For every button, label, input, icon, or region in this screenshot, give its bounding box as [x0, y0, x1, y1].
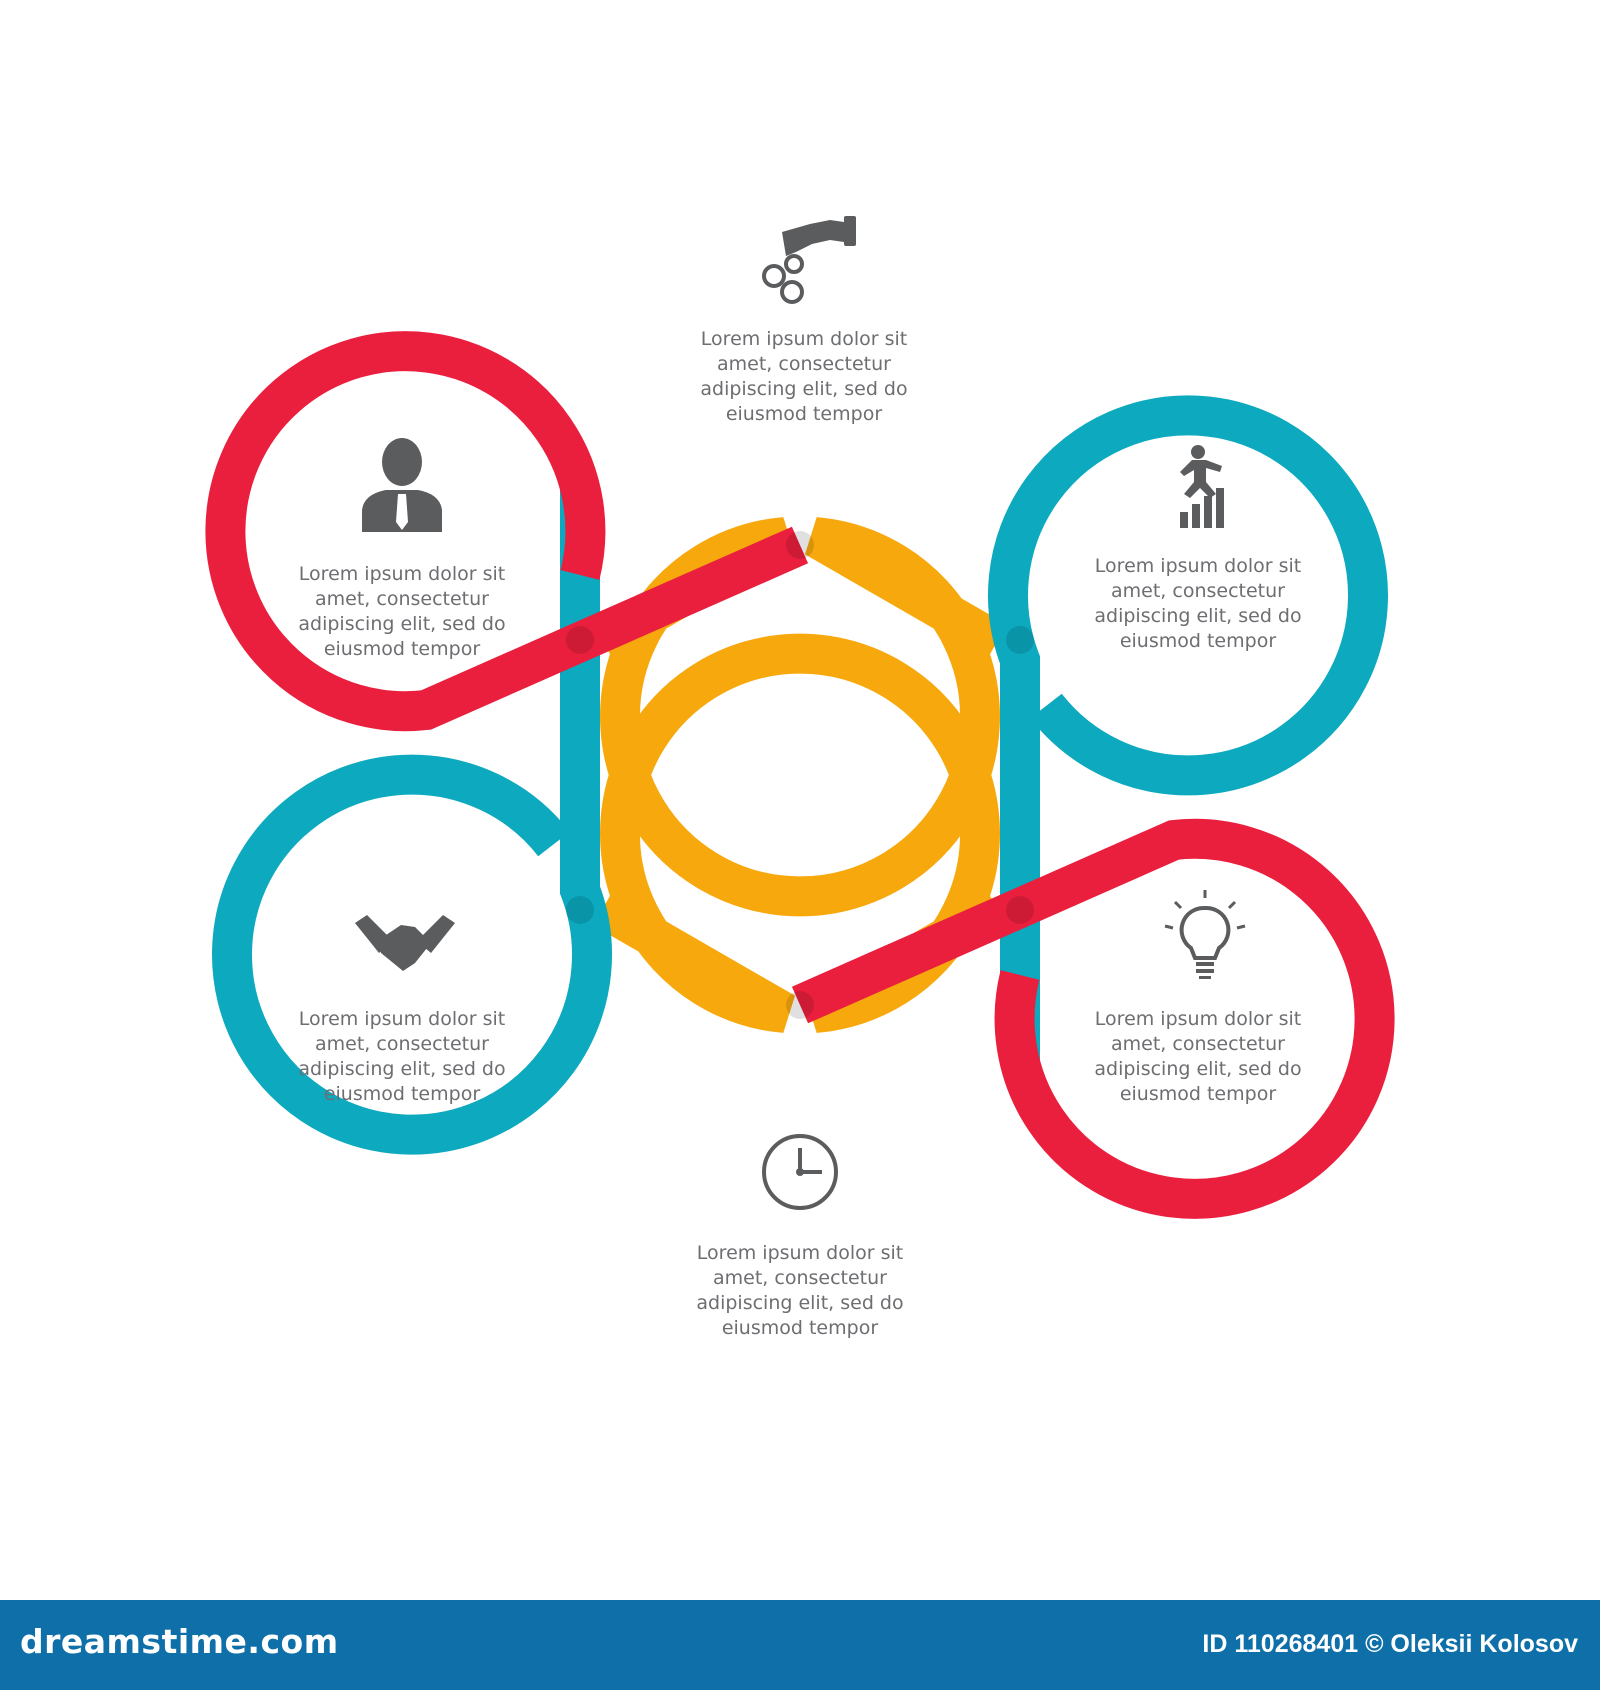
item-text-bottom: Lorem ipsum dolor sit amet, consectetur … [680, 1241, 920, 1341]
teal-band [212, 395, 1388, 1155]
item-line: Lorem ipsum dolor sit [298, 563, 506, 585]
handshake-icon [355, 915, 455, 971]
item-line: adipiscing elit, sed do [1094, 605, 1302, 627]
footer-bar: dreamstime.com ID 110268401 © Oleksii Ko… [0, 1600, 1600, 1690]
item-line: Lorem ipsum dolor sit [1094, 1008, 1302, 1030]
item-line: eiusmod tempor [323, 1083, 481, 1105]
crossing-shadow [786, 991, 814, 1019]
businessman-icon [362, 438, 442, 532]
crossing-shadows [566, 531, 1034, 1019]
lower-left-loop-teal [212, 490, 612, 1155]
item-text-lower-right: Lorem ipsum dolor sit amet, consectetur … [1078, 1007, 1318, 1107]
item-line: amet, consectetur [315, 1033, 489, 1055]
crossing-shadow [786, 531, 814, 559]
crossing-shadow [566, 896, 594, 924]
item-line: eiusmod tempor [1119, 1083, 1277, 1105]
item-line: amet, consectetur [315, 588, 489, 610]
climbing-graph-icon [1180, 445, 1224, 528]
item-text-upper-right: Lorem ipsum dolor sit amet, consectetur … [1078, 554, 1318, 654]
item-line: adipiscing elit, sed do [298, 613, 506, 635]
crossing-shadow [1006, 626, 1034, 654]
item-line: amet, consectetur [1111, 580, 1285, 602]
crossing-shadow [566, 626, 594, 654]
item-line: amet, consectetur [717, 353, 891, 375]
item-line: amet, consectetur [1111, 1033, 1285, 1055]
item-line: adipiscing elit, sed do [700, 378, 908, 400]
upper-left-loop-red [205, 331, 809, 732]
red-band [205, 331, 1395, 1219]
item-text-top: Lorem ipsum dolor sit amet, consectetur … [684, 327, 924, 427]
crossing-shadow [1006, 896, 1034, 924]
item-line: Lorem ipsum dolor sit [700, 328, 908, 350]
clock-icon [762, 1134, 838, 1210]
item-line: Lorem ipsum dolor sit [1094, 555, 1302, 577]
upper-right-loop-teal [988, 395, 1388, 1060]
item-line: eiusmod tempor [1119, 630, 1277, 652]
image-credit: ID 110268401 © Oleksii Kolosov [1202, 1630, 1578, 1658]
hand-gears-icon [762, 216, 856, 304]
lower-right-loop-red [791, 818, 1395, 1219]
item-line: Lorem ipsum dolor sit [696, 1242, 904, 1264]
item-line: eiusmod tempor [725, 403, 883, 425]
item-text-lower-left: Lorem ipsum dolor sit amet, consectetur … [282, 1007, 522, 1107]
hexagon-loop-diagram [205, 216, 1395, 1219]
item-line: eiusmod tempor [721, 1317, 879, 1339]
item-line: amet, consectetur [713, 1267, 887, 1289]
item-line: adipiscing elit, sed do [1094, 1058, 1302, 1080]
brand-logo-text[interactable]: dreamstime.com [20, 1622, 339, 1661]
item-line: adipiscing elit, sed do [696, 1292, 904, 1314]
item-line: adipiscing elit, sed do [298, 1058, 506, 1080]
item-text-upper-left: Lorem ipsum dolor sit amet, consectetur … [282, 562, 522, 662]
item-line: Lorem ipsum dolor sit [298, 1008, 506, 1030]
lightbulb-icon [1164, 890, 1246, 979]
item-line: eiusmod tempor [323, 638, 481, 660]
